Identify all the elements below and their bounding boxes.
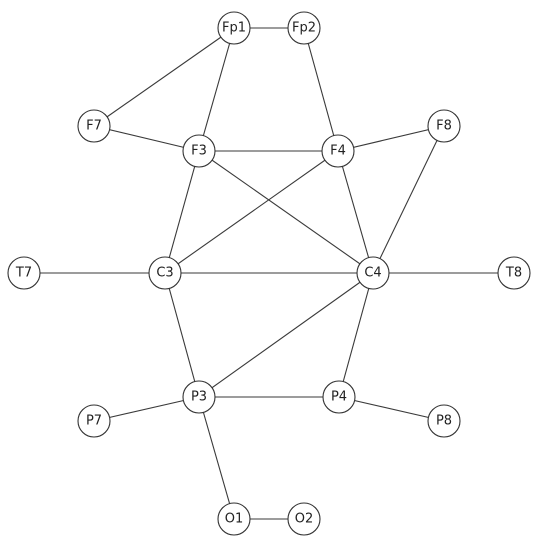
node-circle: [322, 380, 356, 414]
node-circle: [356, 256, 390, 290]
node-p8: P8: [427, 404, 461, 438]
edge-c3-p3: [164, 272, 200, 398]
node-circle: [148, 256, 182, 290]
node-circle: [182, 380, 216, 414]
edge-fp2-f4: [303, 27, 339, 152]
node-circle: [7, 256, 41, 290]
node-f3: F3: [182, 134, 216, 168]
node-label: T8: [505, 266, 522, 281]
edge-f7-f3: [93, 125, 200, 152]
node-fp2: Fp2: [287, 11, 321, 45]
edge-f4-f8: [337, 125, 445, 152]
edge-f4-c3: [164, 150, 339, 274]
node-p4: P4: [322, 380, 356, 414]
edge-fp1-f3: [198, 27, 235, 152]
node-c4: C4: [356, 256, 390, 290]
node-circle: [182, 134, 216, 168]
node-label: C3: [156, 266, 173, 281]
node-circle: [287, 11, 321, 45]
node-label: P8: [436, 414, 452, 429]
node-label: P7: [86, 414, 102, 429]
node-circle: [217, 11, 251, 45]
edge-c4-p4: [338, 272, 374, 398]
edge-f3-c4: [198, 150, 374, 274]
node-label: P3: [191, 390, 207, 405]
node-fp1: Fp1: [217, 11, 251, 45]
node-circle: [217, 502, 251, 536]
edges-layer: [24, 27, 514, 520]
node-label: T7: [15, 266, 32, 281]
edge-p3-o1: [198, 396, 235, 520]
node-f7: F7: [77, 109, 111, 143]
node-f8: F8: [427, 109, 461, 143]
edge-fp1-f7: [93, 27, 235, 127]
node-circle: [287, 502, 321, 536]
node-circle: [427, 109, 461, 143]
node-label: Fp1: [222, 21, 246, 36]
node-p7: P7: [77, 404, 111, 438]
edge-p4-p8: [338, 396, 445, 422]
node-label: P4: [331, 390, 347, 405]
node-label: F7: [86, 119, 102, 134]
edge-f8-c4: [372, 125, 445, 274]
node-p3: P3: [182, 380, 216, 414]
node-circle: [77, 109, 111, 143]
node-o2: O2: [287, 502, 321, 536]
edge-p7-p3: [93, 396, 200, 422]
node-c3: C3: [148, 256, 182, 290]
node-label: C4: [364, 266, 381, 281]
node-t7: T7: [7, 256, 41, 290]
node-circle: [321, 134, 355, 168]
node-label: F8: [436, 119, 452, 134]
node-label: F3: [191, 144, 207, 159]
node-circle: [77, 404, 111, 438]
node-label: F4: [330, 144, 346, 159]
node-label: Fp2: [292, 21, 316, 36]
node-f4: F4: [321, 134, 355, 168]
node-circle: [497, 256, 531, 290]
node-label: O1: [225, 512, 244, 527]
node-o1: O1: [217, 502, 251, 536]
node-circle: [427, 404, 461, 438]
edge-f3-c3: [164, 150, 200, 274]
node-label: O2: [295, 512, 314, 527]
edge-c4-p3: [198, 272, 374, 398]
node-t8: T8: [497, 256, 531, 290]
edge-f4-c4: [337, 150, 374, 274]
